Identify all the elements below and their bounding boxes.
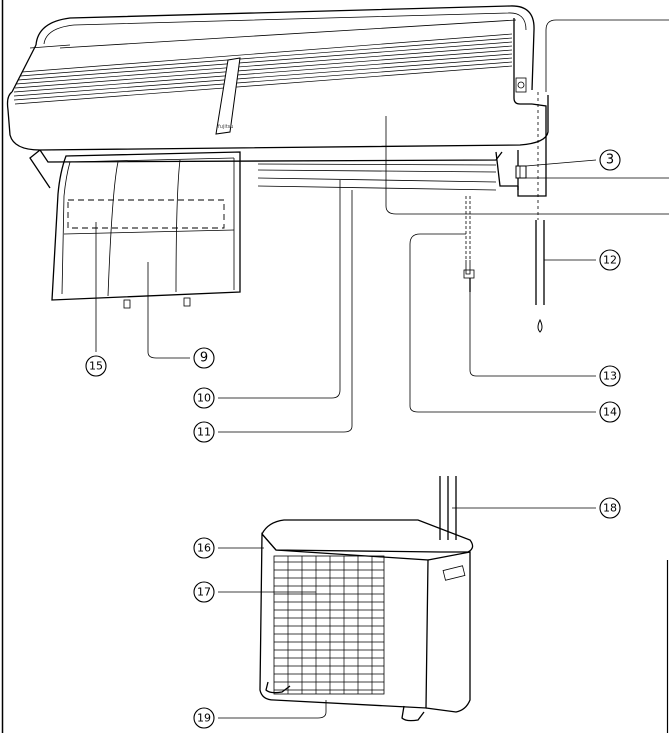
callout-17: 17: [193, 581, 215, 603]
svg-text:16: 16: [197, 542, 211, 555]
svg-text:17: 17: [197, 586, 211, 599]
svg-text:11: 11: [197, 426, 211, 439]
callout-18: 18: [599, 497, 621, 519]
callout-10: 10: [193, 387, 215, 409]
callout-11: 11: [193, 421, 215, 443]
water-drop-icon: [537, 318, 543, 333]
remote-receiver: [515, 165, 527, 179]
callout-19: 19: [193, 707, 215, 729]
callout-15: 15: [85, 355, 107, 377]
svg-text:13: 13: [603, 370, 617, 383]
svg-text:10: 10: [197, 392, 211, 405]
callout-3: 3: [599, 149, 621, 171]
leader-lines: [95, 19, 669, 719]
callout-14: 14: [599, 401, 621, 423]
callout-13: 13: [599, 365, 621, 387]
callout-12: 12: [599, 249, 621, 271]
callout-16: 16: [193, 537, 215, 559]
svg-text:3: 3: [606, 153, 614, 168]
svg-text:9: 9: [200, 351, 208, 366]
svg-text:12: 12: [603, 254, 617, 267]
indoor-front-grille: [13, 33, 513, 105]
brand-stripe: [215, 57, 241, 135]
outdoor-grille-lines: [274, 556, 384, 694]
air-filter: [51, 151, 241, 309]
outdoor-unit: [259, 476, 474, 722]
svg-text:18: 18: [603, 502, 617, 515]
svg-text:15: 15: [89, 360, 103, 373]
indoor-piping: [463, 92, 545, 333]
filter-frame: [51, 151, 241, 301]
svg-text:14: 14: [603, 406, 617, 419]
indoor-unit: fujitsu: [6, 5, 549, 197]
callout-9: 9: [193, 347, 215, 369]
brand-logo: fujitsu: [218, 124, 233, 130]
filter-dashed-panel: [67, 199, 225, 229]
outdoor-fan-grille: [273, 555, 385, 695]
svg-text:19: 19: [197, 712, 211, 725]
